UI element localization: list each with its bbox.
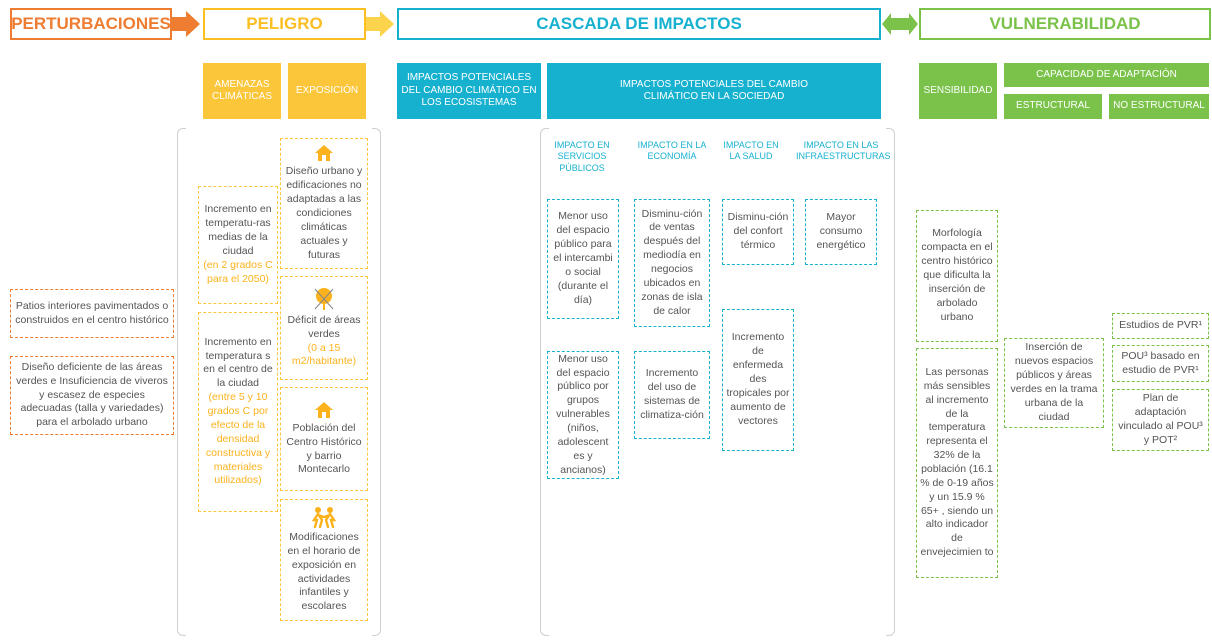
subheader-ecosistemas: IMPACTOS POTENCIALES DEL CAMBIO CLIMÁTIC… bbox=[397, 63, 541, 119]
sensibilidad-morfologia: Morfología compacta en el centro históri… bbox=[916, 210, 998, 342]
exposicion-text: Población del Centro Histórico y barrio … bbox=[286, 421, 362, 476]
bracket-left bbox=[540, 128, 549, 636]
exposicion-highlight: (0 a 15 m2/habitante) bbox=[291, 341, 357, 368]
subheader-capacidad: CAPACIDAD DE ADAPTACIÓN bbox=[1004, 63, 1209, 87]
no-estructural-pou: POU³ basado en estudio de PVR¹ bbox=[1112, 345, 1209, 382]
impacto-economia-2: Incremento del uso de sistemas de climat… bbox=[634, 351, 710, 439]
header-cascada-impactos: CASCADA DE IMPACTOS bbox=[397, 8, 881, 40]
header-perturbaciones: PERTURBACIONES bbox=[10, 8, 172, 40]
no-estructural-estudios: Estudios de PVR¹ bbox=[1112, 313, 1209, 339]
category-salud: IMPACTO EN LA SALUD bbox=[723, 140, 779, 162]
category-infraestructuras: IMPACTO EN LAS INFRAESTRUCTURAS bbox=[796, 140, 891, 162]
house-icon bbox=[315, 401, 333, 418]
double-arrow-icon bbox=[882, 13, 918, 35]
category-servicios: IMPACTO EN SERVICIOS PÚBLICOS bbox=[554, 140, 610, 173]
bracket-left bbox=[177, 128, 186, 636]
impacto-servicios-2: Menor uso del espacio público por grupos… bbox=[547, 351, 619, 479]
amenaza-temperatura-media: Incremento en temperatu-ras medias de la… bbox=[198, 186, 278, 304]
impacto-infraestructuras-1: Mayor consumo energético bbox=[805, 199, 877, 265]
exposicion-poblacion: Población del Centro Histórico y barrio … bbox=[280, 387, 368, 491]
exposicion-horario: Modificaciones en el horario de exposici… bbox=[280, 499, 368, 621]
header-peligro: PELIGRO bbox=[203, 8, 366, 40]
exposicion-text: Diseño urbano y edificaciones no adaptad… bbox=[285, 165, 363, 261]
bracket-right bbox=[372, 128, 381, 636]
subheader-sensibilidad: SENSIBILIDAD bbox=[919, 63, 997, 119]
impacto-salud-2: Incremento de enfermeda des tropicales p… bbox=[722, 309, 794, 451]
impacto-servicios-1: Menor uso del espacio público para el in… bbox=[547, 199, 619, 319]
category-economia: IMPACTO EN LA ECONOMÍA bbox=[637, 140, 707, 162]
subheader-exposicion: EXPOSICIÓN bbox=[288, 63, 366, 119]
perturbacion-areas-verdes: Diseño deficiente de las áreas verdes e … bbox=[10, 356, 174, 435]
amenaza-text: Incremento en temperatura s en el centro… bbox=[203, 335, 273, 390]
estructural-espacios-publicos: Inserción de nuevos espacios públicos y … bbox=[1004, 338, 1104, 428]
header-vulnerabilidad: VULNERABILIDAD bbox=[919, 8, 1211, 40]
exposicion-text: Modificaciones en el horario de exposici… bbox=[287, 530, 361, 613]
subheader-amenazas: AMENAZAS CLIMÁTICAS bbox=[203, 63, 281, 119]
children-icon bbox=[311, 506, 337, 528]
perturbacion-patios: Patios interiores pavimentados o constru… bbox=[10, 289, 174, 338]
amenaza-highlight: (en 2 grados C para el 2050) bbox=[203, 258, 273, 285]
sensibilidad-poblacion: Las personas más sensibles al incremento… bbox=[916, 348, 998, 578]
exposicion-diseno-urbano: Diseño urbano y edificaciones no adaptad… bbox=[280, 138, 368, 269]
impacto-salud-1: Disminu-ción del confort térmico bbox=[722, 199, 794, 265]
exposicion-text: Déficit de áreas verdes bbox=[287, 313, 361, 340]
subheader-estructural: ESTRUCTURAL bbox=[1004, 94, 1102, 119]
arrow-right-icon bbox=[366, 11, 394, 37]
subheader-sociedad: IMPACTOS POTENCIALES DEL CAMBIO CLIMÁTIC… bbox=[547, 63, 881, 119]
amenaza-text: Incremento en temperatu-ras medias de la… bbox=[204, 203, 272, 257]
exposicion-areas-verdes: Déficit de áreas verdes (0 a 15 m2/habit… bbox=[280, 276, 368, 380]
tree-icon bbox=[314, 287, 334, 310]
bracket-right bbox=[886, 128, 895, 636]
subheader-no-estructural: NO ESTRUCTURAL bbox=[1109, 94, 1209, 119]
house-icon bbox=[315, 145, 333, 162]
no-estructural-plan: Plan de adaptación vinculado al POU³ y P… bbox=[1112, 389, 1209, 451]
impacto-economia-1: Disminu-ción de ventas después del medio… bbox=[634, 199, 710, 327]
amenaza-temperatura-centro: Incremento en temperatura s en el centro… bbox=[198, 312, 278, 512]
arrow-right-icon bbox=[172, 11, 200, 37]
amenaza-highlight: (entre 5 y 10 grados C por efecto de la … bbox=[205, 391, 271, 487]
